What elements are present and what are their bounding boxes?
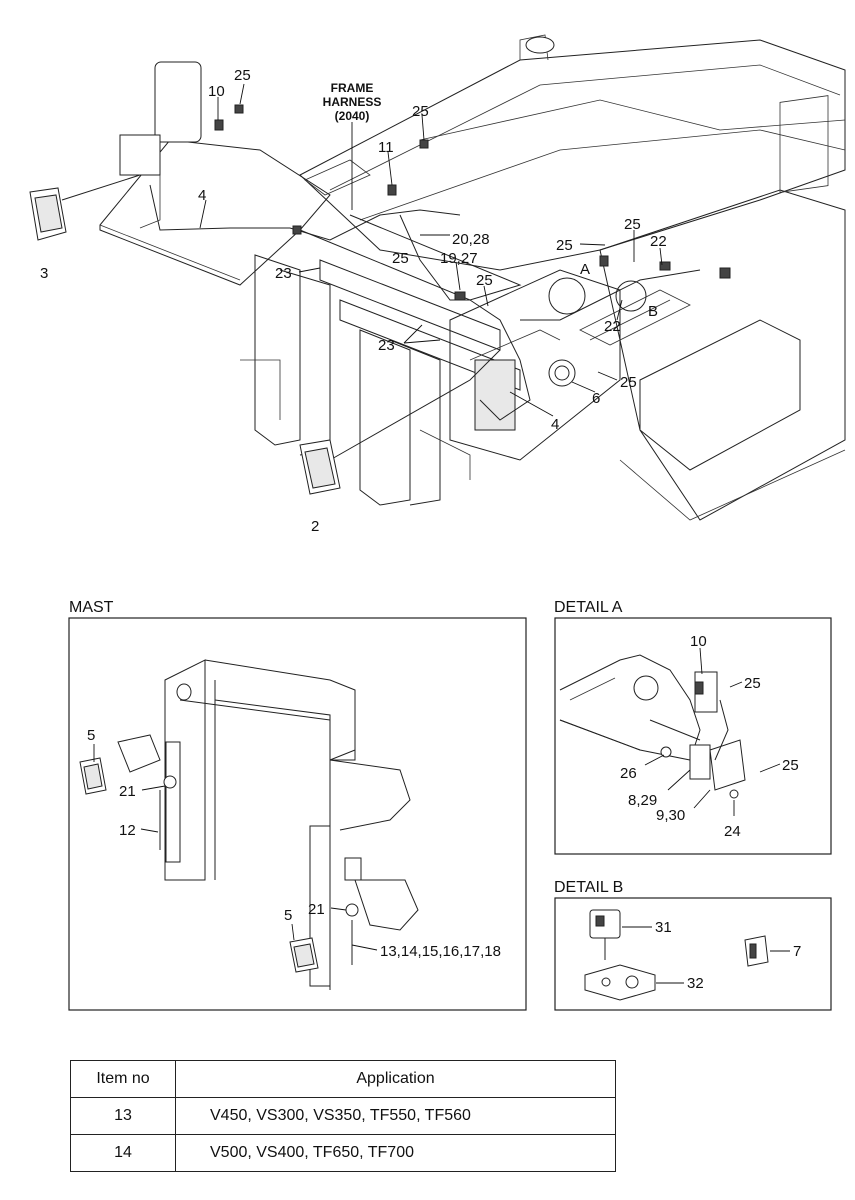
mast-panel — [68, 617, 527, 1011]
detail-b-leaders — [622, 926, 790, 984]
callout-22-b: 22 — [604, 318, 621, 335]
detail-a-panel — [554, 617, 832, 855]
main-callouts: 25 10 25 11 4 3 23 20,28 25 19,27 25 25 … — [40, 67, 667, 535]
table-cell-item: 13 — [70, 1097, 176, 1135]
callout-2: 2 — [311, 518, 319, 535]
mast-callout-13-18: 13,14,15,16,17,18 — [380, 943, 501, 960]
callout-b: B — [648, 303, 658, 320]
callout-25-g: 25 — [620, 374, 637, 391]
callout-20-28: 20,28 — [452, 231, 490, 248]
callout-25-d: 25 — [556, 237, 573, 254]
table-header-row: Item no Application — [70, 1060, 616, 1098]
table-row: 13 V450, VS300, VS350, TF550, TF560 — [70, 1097, 616, 1135]
callout-25-a: 25 — [234, 67, 251, 84]
callout-25-e: 25 — [624, 216, 641, 233]
mast-callout-5-b: 5 — [284, 907, 292, 924]
callout-11: 11 — [378, 139, 394, 156]
callout-25-c: 25 — [392, 250, 409, 267]
mast-callout-5-a: 5 — [87, 727, 95, 744]
callout-4-top: 4 — [198, 187, 206, 204]
callout-23-a: 23 — [275, 265, 292, 282]
detail-a-leaders — [644, 647, 781, 816]
main-leaders — [199, 83, 663, 417]
mast-leaders — [93, 744, 378, 951]
table-row: 14 V500, VS400, TF650, TF700 — [70, 1134, 616, 1172]
mast-callout-21-b: 21 — [308, 901, 325, 918]
callout-a: A — [580, 261, 590, 278]
callout-3: 3 — [40, 265, 48, 282]
detail-b-callout-31: 31 — [655, 919, 672, 936]
callout-25-b: 25 — [412, 103, 429, 120]
callout-19-27: 19,27 — [440, 250, 478, 267]
detail-b-heading: DETAIL B — [554, 879, 623, 896]
detail-a-callout-8-29: 8,29 — [628, 792, 657, 809]
callout-22-a: 22 — [650, 233, 667, 250]
detail-b-panel — [554, 897, 832, 1011]
table-cell-application: V450, VS300, VS350, TF550, TF560 — [175, 1097, 616, 1135]
detail-a-callout-10: 10 — [690, 633, 707, 650]
frame-assembly — [29, 34, 846, 521]
detail-b-callout-32: 32 — [687, 975, 704, 992]
detail-a-callout-24: 24 — [724, 823, 741, 840]
mast-heading: MAST — [69, 599, 114, 616]
callout-4-bottom: 4 — [551, 416, 559, 433]
mast-callout-21-a: 21 — [119, 783, 136, 800]
application-table: Item no Application 13 V450, VS300, VS35… — [70, 1060, 616, 1172]
header-application: Application — [175, 1060, 616, 1098]
detail-a-callout-25-b: 25 — [782, 757, 799, 774]
detail-a-callout-9-30: 9,30 — [656, 807, 685, 824]
detail-a-drawing — [559, 654, 746, 799]
callout-25-f: 25 — [476, 272, 493, 289]
table-cell-item: 14 — [70, 1134, 176, 1172]
callout-6: 6 — [592, 390, 600, 407]
mast-callout-12: 12 — [119, 822, 136, 839]
callout-23-b: 23 — [378, 337, 395, 354]
detail-b-callout-7: 7 — [793, 943, 801, 960]
callout-10: 10 — [208, 83, 225, 100]
detail-a-heading: DETAIL A — [554, 599, 623, 616]
frame-harness-line2: HARNESS — [323, 95, 382, 109]
table-cell-application: V500, VS400, TF650, TF700 — [175, 1134, 616, 1172]
mast-drawing — [79, 659, 419, 990]
detail-a-callout-26: 26 — [620, 765, 637, 782]
detail-b-drawing — [584, 909, 769, 1001]
detail-a-callout-25-a: 25 — [744, 675, 761, 692]
frame-harness-line3: (2040) — [335, 109, 370, 123]
frame-harness-line1: FRAME — [331, 81, 374, 95]
header-item-no: Item no — [70, 1060, 176, 1098]
